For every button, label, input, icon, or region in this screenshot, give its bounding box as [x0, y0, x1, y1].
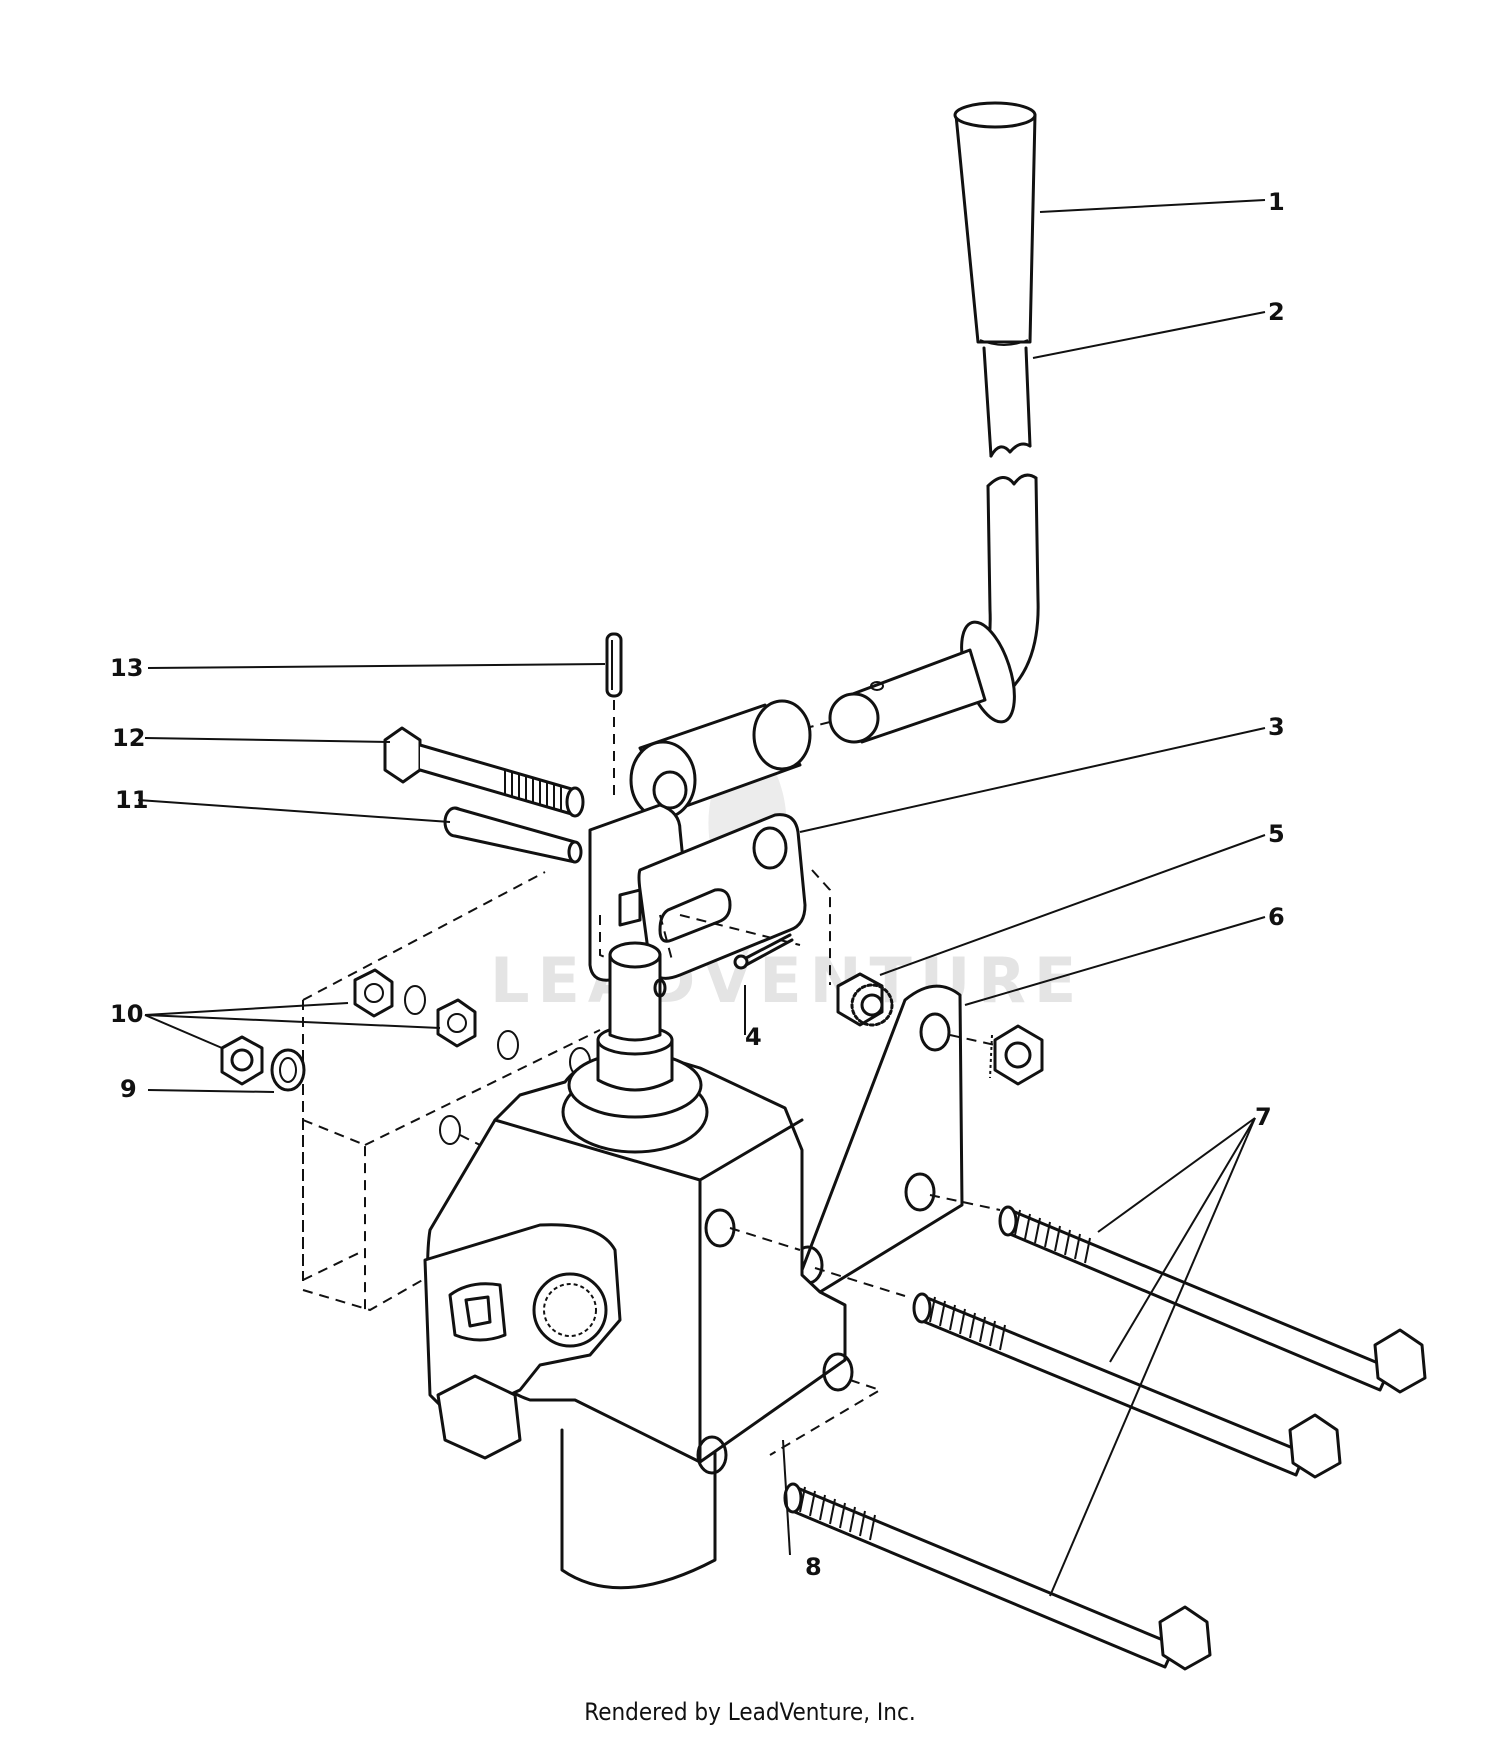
callout-5: 5	[1268, 820, 1285, 848]
pivot-sleeve	[629, 699, 812, 820]
callout-12: 12	[112, 724, 145, 752]
long-bolt-middle	[912, 1292, 1342, 1479]
mounting-bracket	[792, 984, 996, 1296]
callout-labels: 1 2 3 4 5 6 7 8 9 10 11 12 13	[110, 188, 1285, 1581]
callout-10: 10	[110, 1000, 143, 1028]
callout-11: 11	[115, 786, 148, 814]
cotter-pin	[733, 933, 794, 970]
callout-6: 6	[1268, 903, 1285, 931]
link-plates	[588, 803, 831, 985]
long-bolt-lower	[783, 1482, 1212, 1671]
handle-rod	[828, 346, 1040, 744]
callout-1: 1	[1268, 188, 1285, 216]
lock-washer	[270, 1048, 306, 1092]
hex-bolt-long	[383, 726, 585, 818]
watermark-text: LEADVENTURE	[490, 944, 1084, 1017]
lock-nut-toothed	[836, 972, 894, 1027]
hex-nut-channel-b	[436, 998, 477, 1048]
clevis-pin	[443, 806, 583, 864]
handle-grip	[953, 101, 1037, 346]
callout-7: 7	[1255, 1103, 1272, 1131]
callout-13: 13	[110, 654, 143, 682]
leader-lines	[137, 199, 1266, 1597]
callout-4: 4	[745, 1023, 762, 1051]
control-valve-body	[423, 914, 854, 1590]
callout-3: 3	[1268, 713, 1285, 741]
roll-pin	[605, 632, 623, 800]
render-credit: Rendered by LeadVenture, Inc.	[584, 1698, 916, 1726]
hex-nut-loose	[220, 1035, 264, 1086]
callout-9: 9	[120, 1075, 137, 1103]
callout-2: 2	[1268, 298, 1285, 326]
callout-8: 8	[805, 1553, 822, 1581]
hex-nut-channel-a	[353, 968, 394, 1018]
hex-lock-nut	[989, 1024, 1044, 1086]
long-bolt-upper	[998, 1205, 1427, 1394]
